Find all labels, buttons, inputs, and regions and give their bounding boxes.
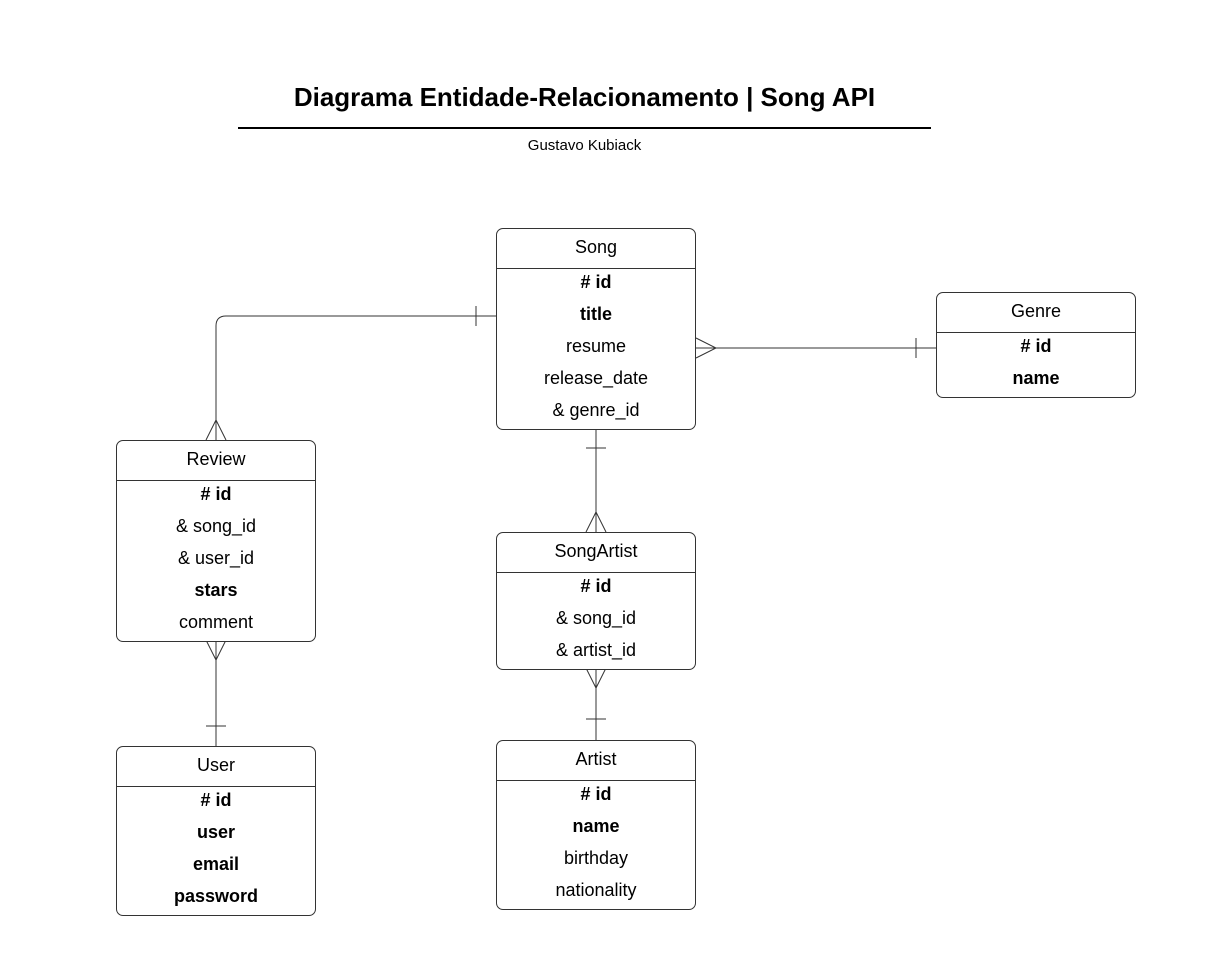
edge-song-review-many-mark xyxy=(205,418,227,441)
entity-review-field: & user_id xyxy=(177,548,255,568)
diagram-title: Diagrama Entidade-Relacionamento | Song … xyxy=(293,82,876,112)
entity-review-title: Review xyxy=(117,441,315,481)
entity-song-fields: # id title resume release_date & genre_id xyxy=(497,269,695,429)
diagram-author: Gustavo Kubiack xyxy=(527,137,642,154)
entity-song-field: resume xyxy=(565,336,627,356)
entity-user-field: password xyxy=(173,886,259,906)
entity-song-field: release_date xyxy=(543,368,649,388)
entity-song-field: title xyxy=(579,304,612,324)
entity-genre-fields: # id name xyxy=(937,333,1135,397)
entity-songartist-field: & artist_id xyxy=(555,640,637,660)
entity-user-field: user xyxy=(196,822,236,842)
entity-artist-fields: # id name birthday nationality xyxy=(497,781,695,909)
entity-review-field: # id xyxy=(200,484,232,504)
entity-song[interactable]: Song # id title resume release_date & genre_… xyxy=(496,228,696,430)
title-divider xyxy=(238,127,931,129)
entity-user-field: email xyxy=(192,854,240,874)
entity-genre[interactable]: Genre # id name xyxy=(936,292,1136,398)
entity-genre-field: # id xyxy=(1020,336,1052,356)
entity-song-field: # id xyxy=(580,272,612,292)
edge-song-review xyxy=(215,315,496,440)
entity-user-fields: # id user email password xyxy=(117,787,315,915)
entity-genre-title: Genre xyxy=(937,293,1135,333)
entity-song-field: & genre_id xyxy=(552,400,640,420)
entity-review-field: comment xyxy=(178,612,254,632)
entity-user[interactable]: User # id user email password xyxy=(116,746,316,916)
entity-song-title: Song xyxy=(497,229,695,269)
entity-artist-field: birthday xyxy=(563,848,629,868)
entity-genre-field: name xyxy=(1012,368,1060,388)
entity-songartist-fields: # id & song_id & artist_id xyxy=(497,573,695,669)
entity-songartist[interactable]: SongArtist # id & song_id & artist_id xyxy=(496,532,696,670)
entity-artist-field: name xyxy=(572,816,620,836)
entity-artist-field: # id xyxy=(580,784,612,804)
entity-songartist-field: # id xyxy=(580,576,612,596)
entity-artist-title: Artist xyxy=(497,741,695,781)
edge-genre-song-many-mark xyxy=(695,337,718,359)
entity-review-field: stars xyxy=(194,580,238,600)
edge-artist-songartist-many-mark xyxy=(585,667,607,690)
entity-songartist-title: SongArtist xyxy=(497,533,695,573)
entity-songartist-field: & song_id xyxy=(555,608,637,628)
entity-review-field: & song_id xyxy=(175,516,257,536)
edge-user-review-many-mark xyxy=(205,639,227,662)
entity-user-field: # id xyxy=(200,790,232,810)
entity-user-title: User xyxy=(117,747,315,787)
entity-artist[interactable]: Artist # id name birthday nationality xyxy=(496,740,696,910)
edge-song-songartist-many-mark xyxy=(585,510,607,533)
entity-artist-field: nationality xyxy=(555,880,637,900)
